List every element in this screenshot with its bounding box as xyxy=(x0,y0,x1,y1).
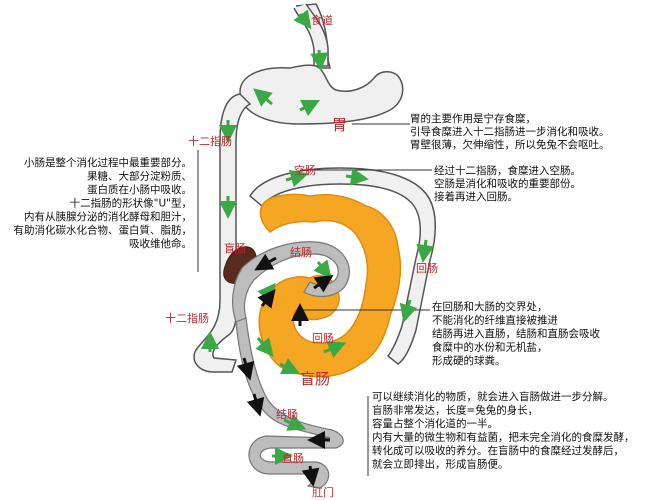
label-anus: 肛门 xyxy=(312,485,334,499)
note-line: 容量占整个消化道的一半。 xyxy=(372,417,498,430)
black-arrows xyxy=(236,253,334,487)
label-colon-inner: 结肠 xyxy=(290,246,312,259)
note-line: 十二指肠的形状像"U"型， xyxy=(70,197,192,210)
note-line: 经过十二指肠，食糜进入空肠。 xyxy=(434,164,581,177)
note-stomach: 胃的主要作用是宁存食糜，引导食糜进入十二指肠进一步消化和吸收。胃壁很薄，欠伸缩性… xyxy=(410,112,610,151)
note-line: 可以继续消化的物质，就会进入盲肠做进一步分解。 xyxy=(372,390,614,403)
note-cecum: 可以继续消化的物质，就会进入盲肠做进一步分解。盲肠非常发达，长度=兔兔的身长，容… xyxy=(372,390,635,471)
note-line: 就会立即排出，形成盲肠便。 xyxy=(372,458,509,471)
arrow-black-6 xyxy=(246,393,265,417)
label-rectum: 直肠 xyxy=(282,451,304,465)
green-arrows xyxy=(201,9,435,465)
note-jejunum: 经过十二指肠，食糜进入空肠。空肠是消化和吸收的重要部份。接着再进入回肠。 xyxy=(434,164,581,203)
arrow-stomach-2 xyxy=(299,99,321,117)
note-line: 胃的主要作用是宁存食糜， xyxy=(410,112,536,125)
arrow-esophagus-2 xyxy=(310,49,329,71)
arrow-esophagus-1 xyxy=(293,9,312,30)
arrow-black-4 xyxy=(257,288,276,309)
note-line: 不能消化的纤维直接被推进 xyxy=(432,314,558,327)
arrow-ileum-1 xyxy=(416,239,435,263)
arrow-cecum-2 xyxy=(279,357,301,375)
arrow-jejunum-1 xyxy=(285,169,309,188)
label-jejunum: 空肠 xyxy=(294,163,316,177)
note-line: 小肠是整个消化过程中最重要部分。 xyxy=(24,156,192,169)
note-line: 结肠再进入直肠，结肠和直肠会吸收 xyxy=(432,327,600,340)
arrow-black-5 xyxy=(236,357,255,381)
arrow-black-2 xyxy=(313,275,334,293)
label-esophagus: 食道 xyxy=(311,13,333,27)
arrow-cecum-1 xyxy=(255,337,274,357)
label-duodenum-top: 十二指肠 xyxy=(188,134,232,148)
note-line: 引导食糜进入十二指肠进一步消化和吸收。 xyxy=(410,125,610,138)
label-ileum-side: 回肠 xyxy=(416,262,438,275)
note-junction: 在回肠和大肠的交界处，不能消化的纤维直接被推进结肠再进入直肠，结肠和直肠会吸收食… xyxy=(432,300,600,367)
arrow-stomach-1 xyxy=(253,88,273,107)
stomach-shape xyxy=(239,64,404,125)
note-line: 果糖、大部分淀粉质、 xyxy=(87,170,192,183)
note-line: 形成硬的球粪。 xyxy=(432,354,506,367)
note-line: 内有大量的微生物和有益菌，把未完全消化的食糜发酵， xyxy=(372,431,635,444)
arrow-black-1 xyxy=(254,253,277,271)
note-line: 胃壁很薄，欠伸缩性，所以免兔不会呕吐。 xyxy=(410,138,610,151)
note-line: 盲肠非常发达，长度=兔兔的身长， xyxy=(372,404,538,417)
arrow-black-8 xyxy=(301,465,320,487)
arrow-cecum-3 xyxy=(323,341,347,358)
label-ileum-inner: 回肠 xyxy=(312,332,334,345)
label-colon-low: 结肠 xyxy=(276,408,298,421)
label-cecum-big: 盲肠 xyxy=(300,370,330,388)
note-line: 转化成可以吸收的养分。在盲肠中的食糜经过发酵后， xyxy=(372,444,624,457)
label-cecum-dark: 盲肠 xyxy=(224,241,246,255)
note-line: 蛋白质在小肠中吸收。 xyxy=(87,183,192,196)
label-duodenum-low: 十二指肠 xyxy=(165,311,209,325)
note-small-intestine: 小肠是整个消化过程中最重要部分。果糖、大部分淀粉质、蛋白质在小肠中吸收。十二指肠… xyxy=(14,156,193,250)
arrow-jejunum-2 xyxy=(345,167,369,186)
arrow-ileum-2 xyxy=(399,299,418,323)
note-line: 空肠是消化和吸收的重要部份。 xyxy=(434,177,581,190)
note-line: 有助消化碳水化合物、蛋白質、脂肪， xyxy=(14,224,193,237)
note-line: 在回肠和大肠的交界处， xyxy=(432,300,548,313)
note-line: 食糜中的水份和无机盐， xyxy=(432,341,548,354)
arrow-colon-low xyxy=(283,414,307,431)
note-line: 吸收维他命。 xyxy=(129,237,192,250)
note-line: 内有从胰腺分泌的消化酵母和胆汁， xyxy=(24,210,192,223)
arrow-colon-1 xyxy=(313,259,332,280)
note-line: 接着再进入回肠。 xyxy=(434,190,518,203)
label-stomach: 胃 xyxy=(332,116,347,134)
